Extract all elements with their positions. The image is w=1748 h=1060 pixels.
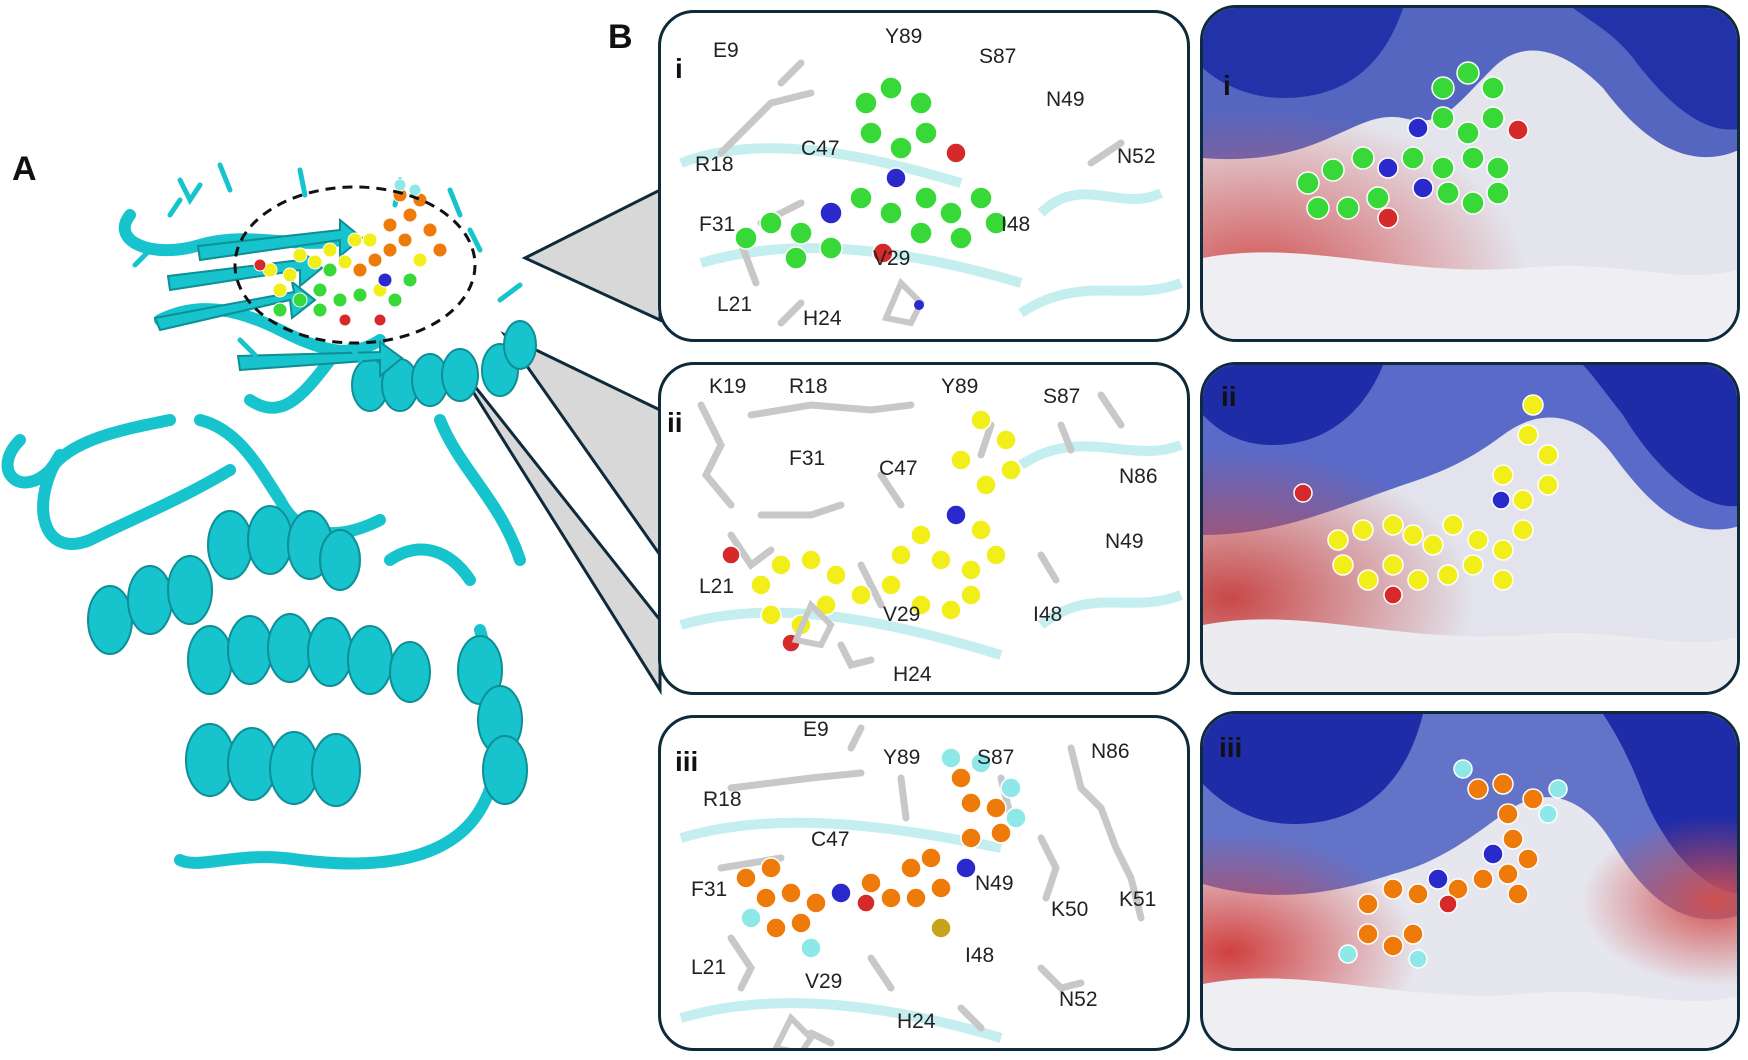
residue-label: F31 xyxy=(691,878,728,901)
residue-label: V29 xyxy=(883,603,921,626)
residue-label: F31 xyxy=(699,213,736,236)
panel-c-ii-label: ii xyxy=(1221,381,1237,412)
panel-a-letter: A xyxy=(12,150,37,188)
residue-label: N49 xyxy=(1046,88,1085,111)
residue-label: V29 xyxy=(805,970,843,993)
residue-label: N52 xyxy=(1117,145,1156,168)
residue-label: R18 xyxy=(695,153,734,176)
connector-wedge-iii xyxy=(448,354,662,696)
residue-label: R18 xyxy=(703,788,742,811)
panel-b-i-frame: i E9 Y89 S87 N49 R18 C47 N52 F31 I48 V29… xyxy=(658,10,1190,342)
residue-label: N52 xyxy=(1059,988,1098,1011)
panel-b-i-label: i xyxy=(675,53,683,84)
residue-label: C47 xyxy=(801,137,840,160)
panel-c-ii-frame: ii xyxy=(1200,362,1740,695)
residue-label: I48 xyxy=(1001,213,1031,236)
panel-b-iii-label: iii xyxy=(675,746,699,777)
residue-label: K50 xyxy=(1051,898,1089,921)
residue-label: S87 xyxy=(1043,385,1081,408)
residue-label: R18 xyxy=(789,375,828,398)
panel-b-letter: B xyxy=(608,18,633,56)
residue-label: H24 xyxy=(893,663,932,686)
panel-c-iii-frame: iii xyxy=(1200,711,1740,1051)
residue-label: K19 xyxy=(709,375,747,398)
residue-label: L21 xyxy=(691,956,727,979)
residue-label: K51 xyxy=(1119,888,1157,911)
residue-label: C47 xyxy=(811,828,850,851)
residue-label: V29 xyxy=(873,247,911,270)
residue-label: H24 xyxy=(897,1010,936,1033)
residue-label: I48 xyxy=(1033,603,1063,626)
residue-label: Y89 xyxy=(885,25,923,48)
panel-c-iii-label: iii xyxy=(1219,732,1243,763)
panel-c-i-frame: i xyxy=(1200,5,1740,342)
residue-label: N49 xyxy=(1105,530,1144,553)
residue-label: N86 xyxy=(1091,740,1130,763)
residue-label: Y89 xyxy=(941,375,979,398)
residue-label: E9 xyxy=(713,39,739,62)
residue-label: S87 xyxy=(979,45,1017,68)
residue-label: C47 xyxy=(879,457,918,480)
residue-label: H24 xyxy=(803,307,842,330)
residue-label: I48 xyxy=(965,944,995,967)
panel-b-ii-label: ii xyxy=(667,407,683,438)
residue-label: F31 xyxy=(789,447,826,470)
residue-label: L21 xyxy=(699,575,735,598)
binding-site-highlight xyxy=(233,185,477,345)
connector-wedge-ii xyxy=(500,331,662,560)
panel-b-ii-frame: ii K19 R18 Y89 S87 F31 C47 N86 N49 L21 V… xyxy=(658,362,1190,695)
panel-c-i-label: i xyxy=(1223,70,1231,101)
residue-label: Y89 xyxy=(883,746,921,769)
residue-label: N86 xyxy=(1119,465,1158,488)
residue-label: S87 xyxy=(977,746,1015,769)
residue-label: E9 xyxy=(803,718,829,741)
residue-label: L21 xyxy=(717,293,753,316)
residue-label: N49 xyxy=(975,872,1014,895)
connector-wedge-i xyxy=(521,187,662,323)
panel-b-iii-frame: iii E9 Y89 S87 N86 R18 C47 F31 N49 K50 K… xyxy=(658,715,1190,1051)
